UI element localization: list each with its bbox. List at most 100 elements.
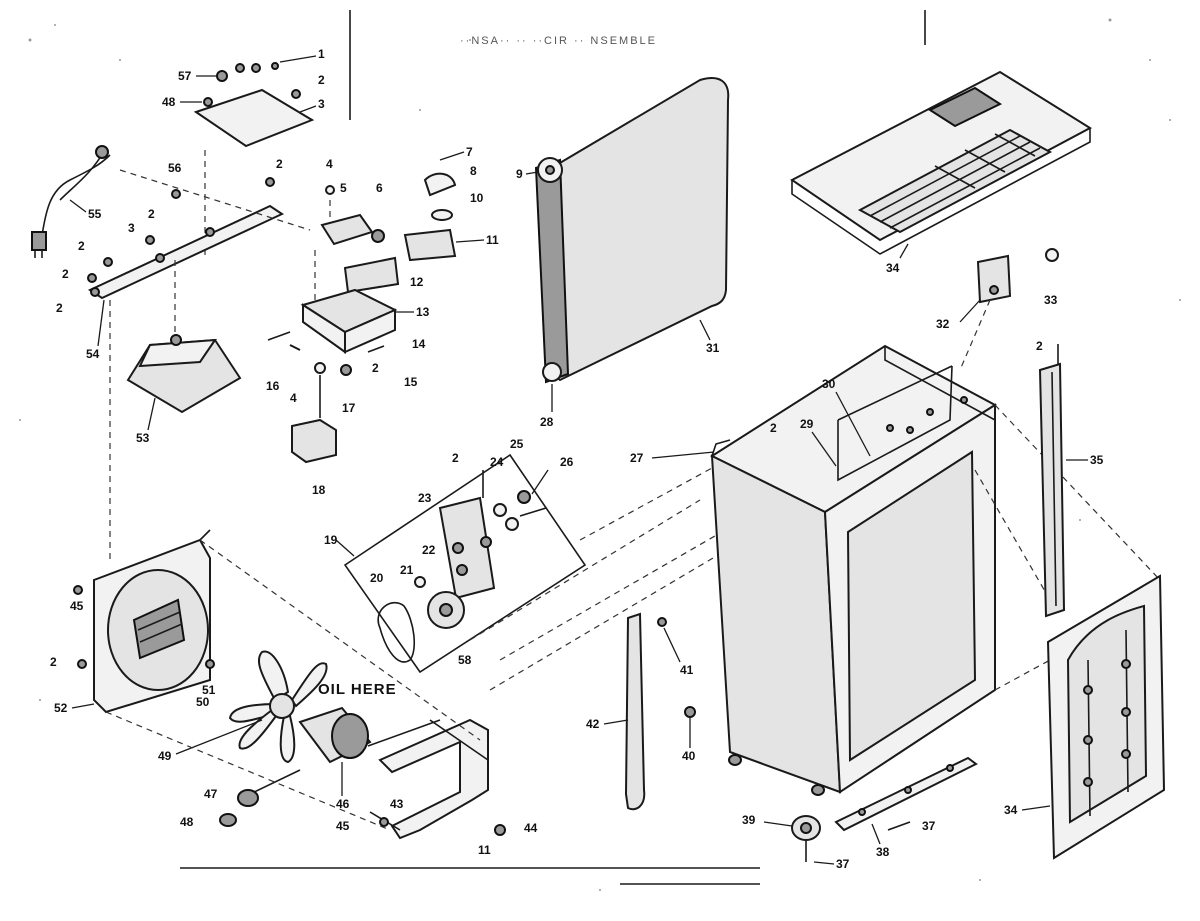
- callout-14: 14: [412, 337, 426, 351]
- callout-46: 46: [336, 797, 350, 811]
- drive-assembly: [343, 453, 587, 674]
- screw-40: [684, 706, 696, 718]
- drive-belt-20: [377, 601, 416, 663]
- bracket-hole: [989, 285, 999, 295]
- leader: [455, 239, 485, 243]
- block-18: [291, 418, 337, 464]
- clip: [926, 408, 934, 416]
- filter-pad-assembly: [534, 77, 730, 384]
- screw: [291, 89, 301, 99]
- leader: [871, 823, 881, 845]
- rail-screw: [904, 786, 912, 794]
- callout-4: 4: [290, 391, 297, 405]
- fan-hub: [269, 693, 295, 719]
- leader: [603, 719, 629, 725]
- duct-screw: [170, 334, 182, 346]
- guide-line: [994, 404, 1161, 581]
- cord-wire: [39, 154, 111, 251]
- leader: [699, 319, 711, 341]
- nut-48: [219, 813, 237, 827]
- screw-41: [657, 617, 667, 627]
- rail-screw: [858, 808, 866, 816]
- base-parts: [791, 756, 978, 862]
- bracket-12: [343, 256, 400, 294]
- mount-hole: [456, 564, 468, 576]
- leader: [299, 105, 317, 113]
- leader: [1021, 805, 1051, 811]
- callout-24: 24: [490, 455, 504, 469]
- inner-panel-30: [837, 365, 953, 421]
- callout-34: 34: [886, 261, 900, 275]
- fan-blade: [228, 702, 284, 723]
- callout-2: 2: [56, 301, 63, 315]
- header-text: ··NSA·· ·· ··CIR ·· NSEMBLE: [460, 35, 657, 47]
- fan-blade: [290, 662, 328, 708]
- door-clip: [1083, 735, 1093, 745]
- callout-38: 38: [876, 845, 890, 859]
- callout-2: 2: [318, 73, 325, 87]
- nut-44: [494, 824, 506, 836]
- strain-relief: [95, 145, 109, 159]
- screw: [251, 63, 261, 73]
- fan-blade: [257, 650, 290, 702]
- callout-48: 48: [162, 95, 176, 109]
- nut-15: [340, 364, 352, 376]
- callout-57: 57: [178, 69, 192, 83]
- left-rail: [624, 612, 696, 811]
- fan-motor-assembly: [219, 650, 441, 827]
- callout-13: 13: [416, 305, 430, 319]
- door-clip: [1121, 659, 1131, 669]
- clip: [960, 396, 968, 404]
- callout-20: 20: [370, 571, 384, 585]
- callout-52: 52: [54, 701, 68, 715]
- callout-7: 7: [466, 145, 473, 159]
- screw: [90, 287, 100, 297]
- callout-2: 2: [1036, 339, 1043, 353]
- callout-2: 2: [372, 361, 379, 375]
- callout-51: 51: [202, 683, 216, 697]
- leader: [97, 299, 105, 347]
- callout-2: 2: [770, 421, 777, 435]
- leader: [959, 299, 981, 323]
- mount-plate-23: [438, 496, 496, 600]
- caster-rear: [728, 754, 742, 766]
- screw: [77, 659, 87, 669]
- base-rail-38: [834, 756, 978, 832]
- bearing-51: [205, 659, 215, 669]
- caster-rear: [811, 784, 825, 796]
- mounting-bracket: [87, 169, 311, 560]
- guide-line: [469, 499, 701, 641]
- bracket-32-33: [976, 248, 1059, 304]
- callout-3: 3: [128, 221, 135, 235]
- callout-15: 15: [404, 375, 418, 389]
- callout-43: 43: [390, 797, 404, 811]
- top-grille-tray: [790, 70, 1092, 255]
- callout-2: 2: [50, 655, 57, 669]
- bracket-32: [976, 254, 1012, 304]
- grille-45: [132, 598, 186, 660]
- screw-37: [887, 821, 911, 831]
- leader: [175, 719, 263, 755]
- guide-line: [199, 539, 481, 741]
- knob-6: [371, 229, 385, 243]
- motor-shaft: [367, 719, 441, 747]
- guide-line: [994, 659, 1051, 691]
- callout-58: 58: [458, 653, 472, 667]
- tray-edge: [791, 128, 1091, 255]
- leader: [813, 861, 835, 865]
- leader: [811, 431, 837, 467]
- nut-25: [517, 490, 531, 504]
- callout-19: 19: [324, 533, 338, 547]
- callout-45: 45: [336, 819, 350, 833]
- leader: [651, 451, 715, 459]
- leader: [663, 627, 681, 663]
- duct-top: [138, 338, 217, 368]
- callout-40: 40: [682, 749, 696, 763]
- callout-4: 4: [326, 157, 333, 171]
- leader: [531, 469, 549, 495]
- callout-11: 11: [478, 843, 491, 857]
- callout-29: 29: [800, 417, 814, 431]
- fan-blade: [279, 715, 296, 764]
- fan-blade: [238, 708, 278, 750]
- side-rail: [1038, 344, 1066, 618]
